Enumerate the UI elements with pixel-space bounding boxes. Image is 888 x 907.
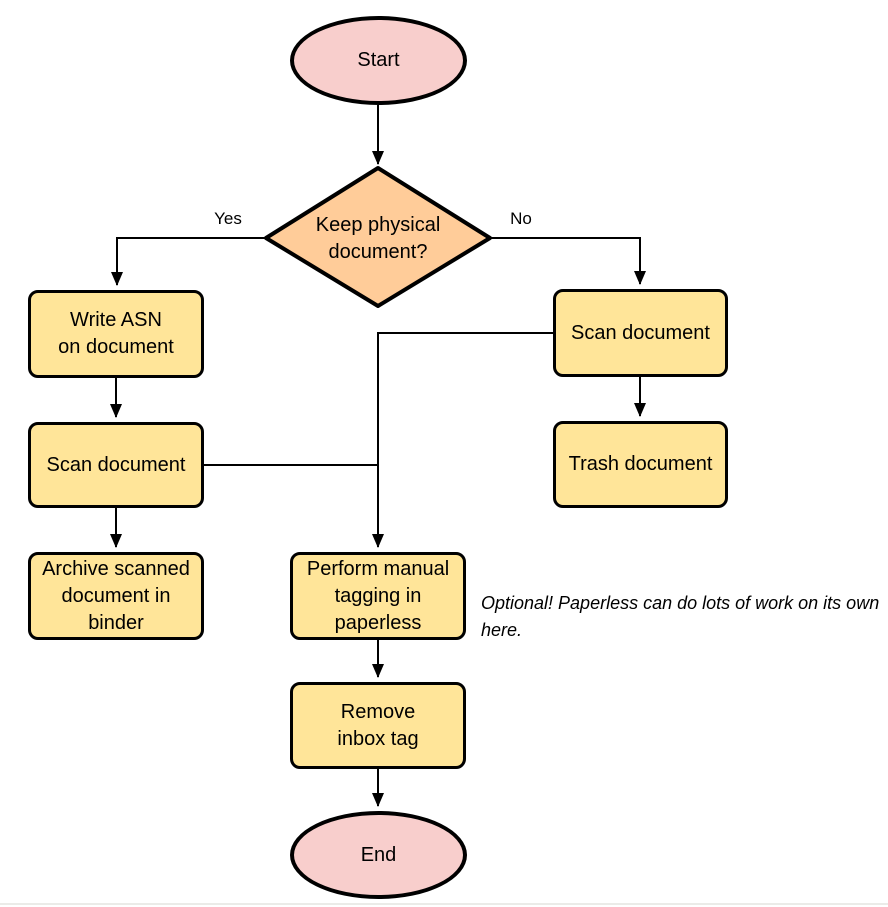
node-decision-label: Keep physical document? <box>315 214 441 263</box>
node-start-label: Start <box>357 49 400 71</box>
node-archive-binder: Archive scanned document in binder <box>28 552 204 640</box>
node-end-label: End <box>360 843 397 866</box>
edge-decision-no-to-scan-right <box>490 237 646 285</box>
node-trash-document: Trash document <box>553 421 728 508</box>
node-manual-tagging-label: Perform manual tagging in paperless <box>306 557 450 634</box>
node-end: End <box>290 811 467 899</box>
node-scan-document-left-label: Scan document <box>46 453 186 476</box>
annotation-optional-note: Optional! Paperless can do lots of work … <box>481 593 880 640</box>
node-write-asn: Write ASN on document <box>28 290 204 378</box>
edge-decision-yes-to-write-asn <box>111 237 265 286</box>
node-start: Start <box>290 16 467 105</box>
node-scan-document-right-label: Scan document <box>571 321 710 344</box>
node-archive-binder-label: Archive scanned document in binder <box>42 557 190 634</box>
edge-scan-right-to-tagging <box>372 332 553 548</box>
node-scan-document-left: Scan document <box>28 422 204 508</box>
node-manual-tagging: Perform manual tagging in paperless <box>290 552 466 640</box>
node-write-asn-label: Write ASN on document <box>58 309 174 358</box>
edge-label-yes: Yes <box>214 209 242 228</box>
edge-label-no: No <box>510 209 532 228</box>
page-bottom-divider <box>0 903 888 905</box>
node-remove-inbox-tag-label: Remove inbox tag <box>337 700 419 750</box>
node-trash-document-label: Trash document <box>568 453 713 475</box>
node-remove-inbox-tag: Remove inbox tag <box>290 682 466 769</box>
node-scan-document-right: Scan document <box>553 289 728 377</box>
